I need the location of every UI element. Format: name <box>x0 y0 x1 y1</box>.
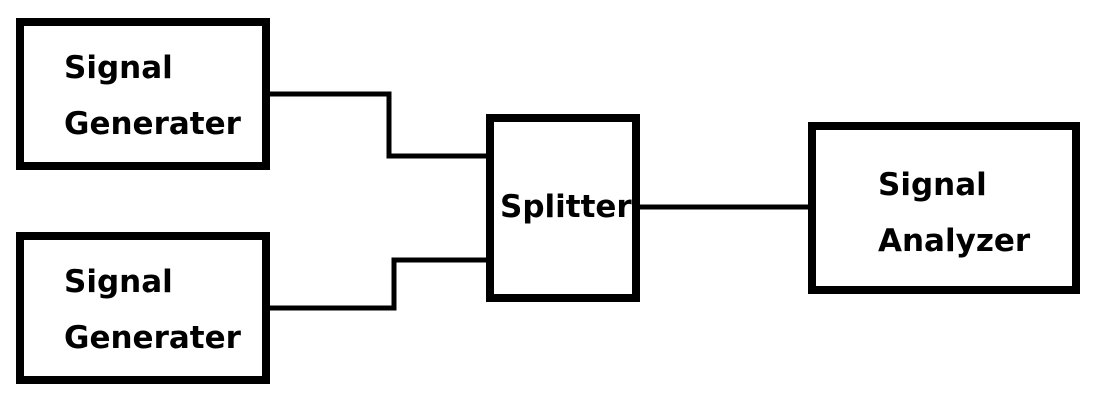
signal-generator-bottom-line2: Generater <box>64 320 241 356</box>
signal-analyzer-line1: Signal <box>878 167 987 203</box>
splitter-block: Splitter <box>486 114 640 302</box>
signal-generator-top-line2: Generater <box>64 106 241 142</box>
signal-generator-bottom-block: Signal Generater <box>16 232 270 384</box>
signal-generator-bottom-label: Signal Generater <box>64 254 241 366</box>
wire-generator-bottom-to-splitter <box>270 257 486 311</box>
signal-analyzer-block: Signal Analyzer <box>808 122 1080 294</box>
signal-analyzer-label: Signal Analyzer <box>878 157 1030 269</box>
signal-generator-top-block: Signal Generater <box>16 18 270 170</box>
splitter-label: Splitter <box>500 179 632 235</box>
splitter-text: Splitter <box>500 189 632 225</box>
signal-analyzer-line2: Analyzer <box>878 223 1031 259</box>
signal-generator-top-label: Signal Generater <box>64 40 241 152</box>
signal-generator-top-line1: Signal <box>64 50 173 86</box>
signal-generator-bottom-line1: Signal <box>64 264 173 300</box>
wire-generator-top-to-splitter <box>270 91 486 159</box>
